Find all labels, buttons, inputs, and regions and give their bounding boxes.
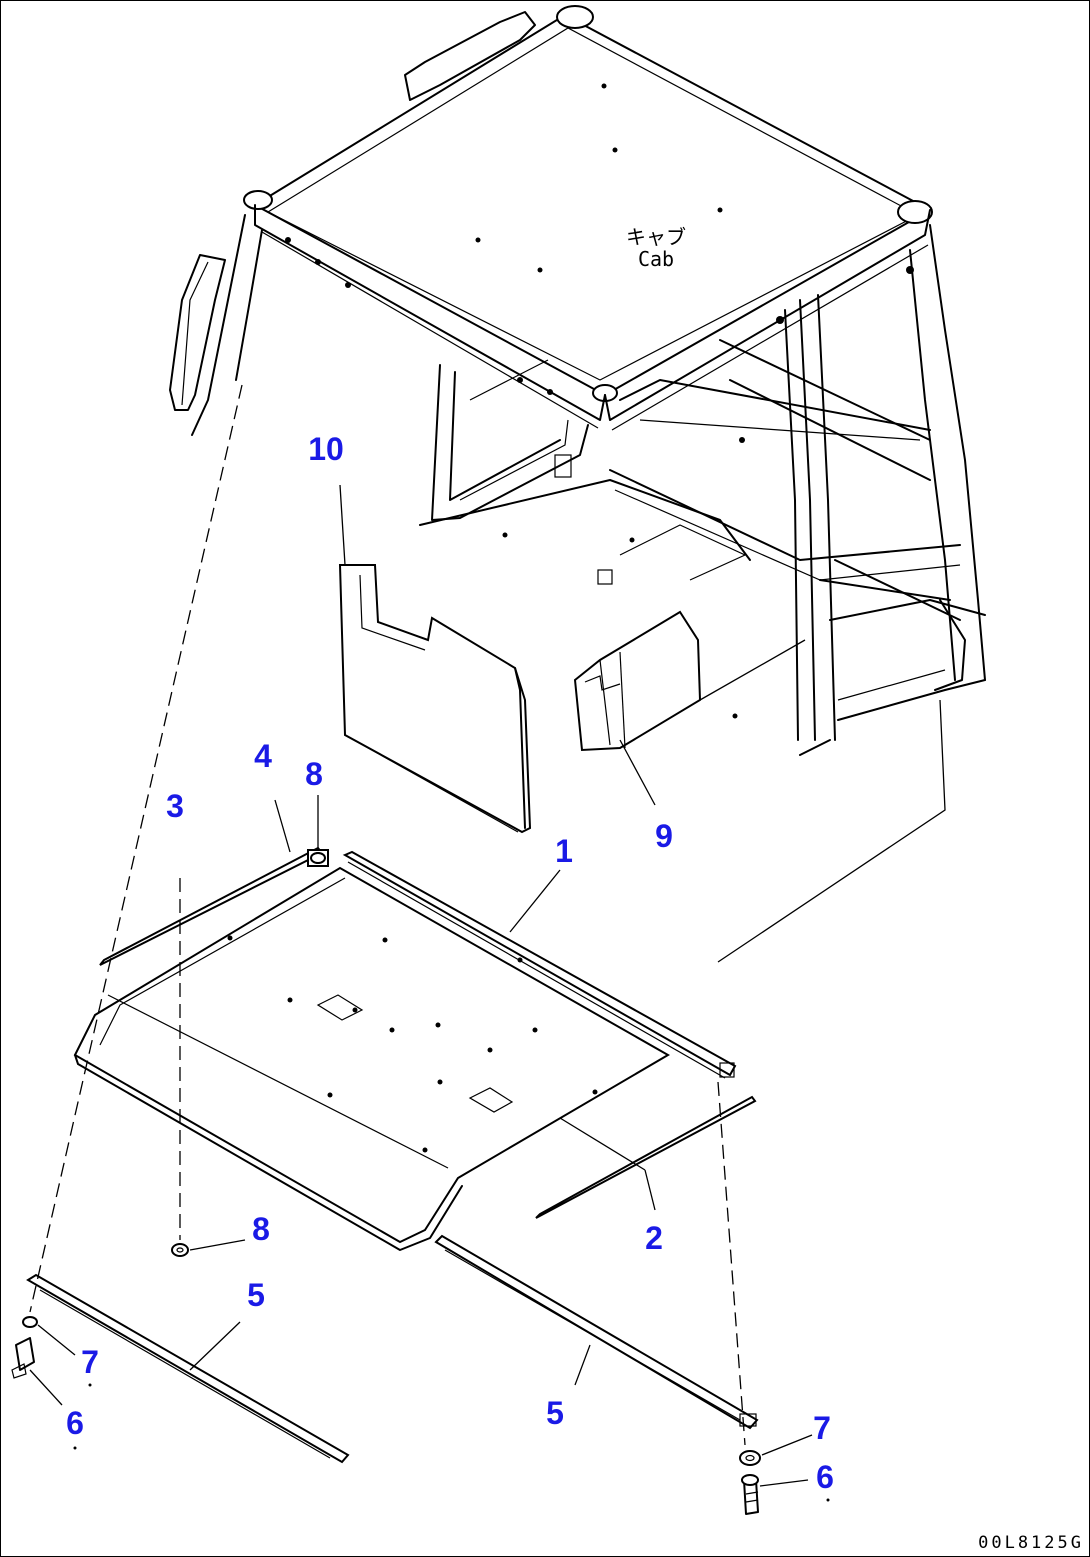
part-5-trim-right [434, 1234, 759, 1430]
callout-5-left[interactable]: 5 [247, 1277, 265, 1313]
callout-6-right[interactable]: 6 [816, 1459, 834, 1495]
callout-7-right[interactable]: 7 [813, 1410, 831, 1446]
callout-10[interactable]: 10 [308, 431, 344, 467]
leader-lines [29, 484, 830, 1502]
callout-7-left[interactable]: 7 [81, 1344, 99, 1380]
part-9-trim-panel [573, 610, 702, 752]
part-6-bolt-left [11, 1337, 35, 1379]
part-5-trim-left [26, 1273, 350, 1464]
side-grab-handle [169, 254, 226, 411]
part-10-trim-panel [338, 564, 532, 834]
callout-3[interactable]: 3 [166, 788, 184, 824]
part-7-washer-left [22, 1316, 38, 1328]
roof-grab-handle [404, 11, 536, 101]
callout-8-bottom[interactable]: 8 [252, 1211, 270, 1247]
callout-9[interactable]: 9 [655, 818, 673, 854]
floor-rear-rail [342, 850, 737, 1079]
drawing-code: 00L8125G [978, 1533, 1084, 1553]
part-7-washer-right [739, 1450, 761, 1466]
cab-label: キャブ Cab [626, 226, 686, 270]
assembly-lines [29, 384, 946, 1446]
callout-2[interactable]: 2 [645, 1220, 663, 1256]
cab-label-en: Cab [637, 247, 675, 271]
cab-label-jp: キャブ [626, 225, 686, 249]
callout-8-top[interactable]: 8 [305, 756, 323, 792]
cab-assembly [169, 5, 986, 756]
part-2-strip [535, 1095, 757, 1219]
callout-4[interactable]: 4 [254, 738, 272, 774]
part-6-bolt-right [741, 1474, 759, 1515]
callout-6-left[interactable]: 6 [66, 1405, 84, 1441]
cab-roof [253, 13, 933, 397]
cab-right-pillar [929, 224, 986, 681]
part-8-washer-top [310, 852, 326, 864]
part-8-washer-bottom [171, 1243, 189, 1257]
callout-1[interactable]: 1 [555, 833, 573, 869]
callout-5-right[interactable]: 5 [546, 1395, 564, 1431]
